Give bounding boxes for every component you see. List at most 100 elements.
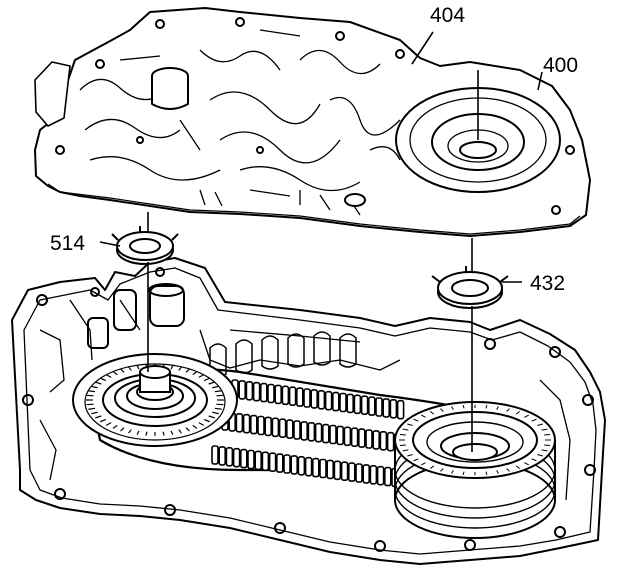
- gear-tooth: [88, 390, 96, 393]
- gear-tooth: [537, 454, 543, 457]
- gear-tooth: [421, 414, 426, 418]
- chain-link: [278, 418, 287, 439]
- gear-tooth: [496, 470, 499, 474]
- chain-link: [281, 385, 290, 406]
- chain-link: [331, 391, 340, 412]
- gear-tooth: [136, 365, 140, 370]
- chain-link: [310, 389, 319, 409]
- chain-link: [350, 427, 359, 448]
- chain-link: [275, 453, 284, 473]
- chain-link: [261, 451, 270, 472]
- chain-link: [300, 421, 309, 441]
- gear-tooth: [451, 406, 454, 410]
- chain-link: [346, 393, 355, 414]
- chain-link: [254, 450, 262, 471]
- gear-tooth: [541, 449, 548, 452]
- chain-link: [293, 420, 301, 440]
- gear-tooth: [544, 444, 551, 447]
- gear-tooth: [506, 468, 510, 472]
- transmission-case: [11, 257, 606, 565]
- thrust-washer-432: [431, 266, 509, 309]
- chain-link: [232, 447, 241, 468]
- callout-404: 404: [430, 4, 465, 27]
- chain-link: [240, 448, 248, 469]
- chain-link: [362, 464, 371, 484]
- gear-tooth: [192, 424, 198, 429]
- gear-tooth: [421, 462, 426, 466]
- gear-tooth: [413, 458, 419, 462]
- chain-link: [340, 461, 349, 482]
- gear-tooth: [88, 407, 96, 410]
- gear-tooth: [407, 423, 413, 426]
- gear-tooth: [120, 427, 125, 432]
- chain-link: [271, 417, 280, 438]
- chain-link: [357, 428, 366, 448]
- gear-tooth: [162, 431, 165, 436]
- gear-tooth: [208, 381, 215, 385]
- gear-tooth: [112, 371, 118, 376]
- chain-link: [295, 387, 304, 407]
- chain-link: [382, 398, 391, 418]
- chain-link: [369, 464, 378, 485]
- gear-tooth: [214, 407, 222, 410]
- gear-tooth: [430, 465, 435, 469]
- gear-tooth: [216, 394, 224, 397]
- gear-tooth: [192, 371, 198, 376]
- gear-tooth: [95, 381, 102, 385]
- gear-tooth: [399, 433, 406, 436]
- chain-link: [288, 386, 297, 407]
- gear-tooth: [86, 394, 94, 397]
- gear-tooth: [440, 468, 444, 472]
- chain-link: [321, 423, 330, 444]
- gear-tooth: [145, 431, 148, 436]
- chain-link: [376, 465, 385, 486]
- gear-tooth: [136, 430, 140, 435]
- chain-link: [250, 414, 258, 435]
- gear-tooth: [91, 385, 98, 389]
- chain-link: [396, 399, 405, 420]
- leader-lines: [99, 31, 543, 283]
- gear-tooth: [462, 471, 465, 476]
- chain-link: [242, 413, 251, 434]
- gear-tooth: [485, 471, 488, 476]
- chain-link: [307, 421, 316, 442]
- gear-tooth: [105, 422, 112, 426]
- callout-400: 400: [543, 54, 578, 77]
- chain-link: [324, 390, 333, 411]
- chain-link: [365, 429, 373, 449]
- gear-tooth: [541, 428, 548, 431]
- gear-tooth: [544, 433, 551, 436]
- chain-link: [389, 398, 398, 419]
- chain-link: [386, 431, 395, 452]
- gear-tooth: [440, 408, 444, 412]
- callout-432: 432: [530, 272, 565, 295]
- gear-tooth: [86, 403, 94, 406]
- chain-link: [347, 462, 356, 482]
- chain-link: [372, 430, 381, 450]
- gear-tooth: [208, 415, 215, 419]
- gear-tooth: [515, 465, 520, 469]
- gear-tooth: [128, 429, 132, 434]
- callout-514: 514: [50, 232, 85, 255]
- chain-link: [274, 384, 283, 405]
- gear-tooth: [515, 411, 520, 415]
- chain-link: [379, 430, 388, 451]
- thrust-washer-514: [111, 226, 179, 265]
- gear-tooth: [531, 458, 537, 462]
- chain-link: [329, 424, 337, 445]
- chain-link: [355, 463, 363, 483]
- gear-tooth: [212, 411, 219, 415]
- chain-link: [303, 388, 311, 408]
- assembly-centerlines: [147, 70, 479, 452]
- gear-tooth: [451, 470, 454, 474]
- gear-tooth: [216, 403, 224, 406]
- gear-tooth: [524, 414, 529, 418]
- gear-tooth: [506, 408, 510, 412]
- chain-link: [333, 460, 342, 481]
- gear-tooth: [105, 374, 112, 378]
- gear-tooth: [203, 377, 210, 382]
- chain-link: [367, 396, 376, 416]
- chain-link: [238, 380, 246, 400]
- gear-tooth: [95, 415, 102, 419]
